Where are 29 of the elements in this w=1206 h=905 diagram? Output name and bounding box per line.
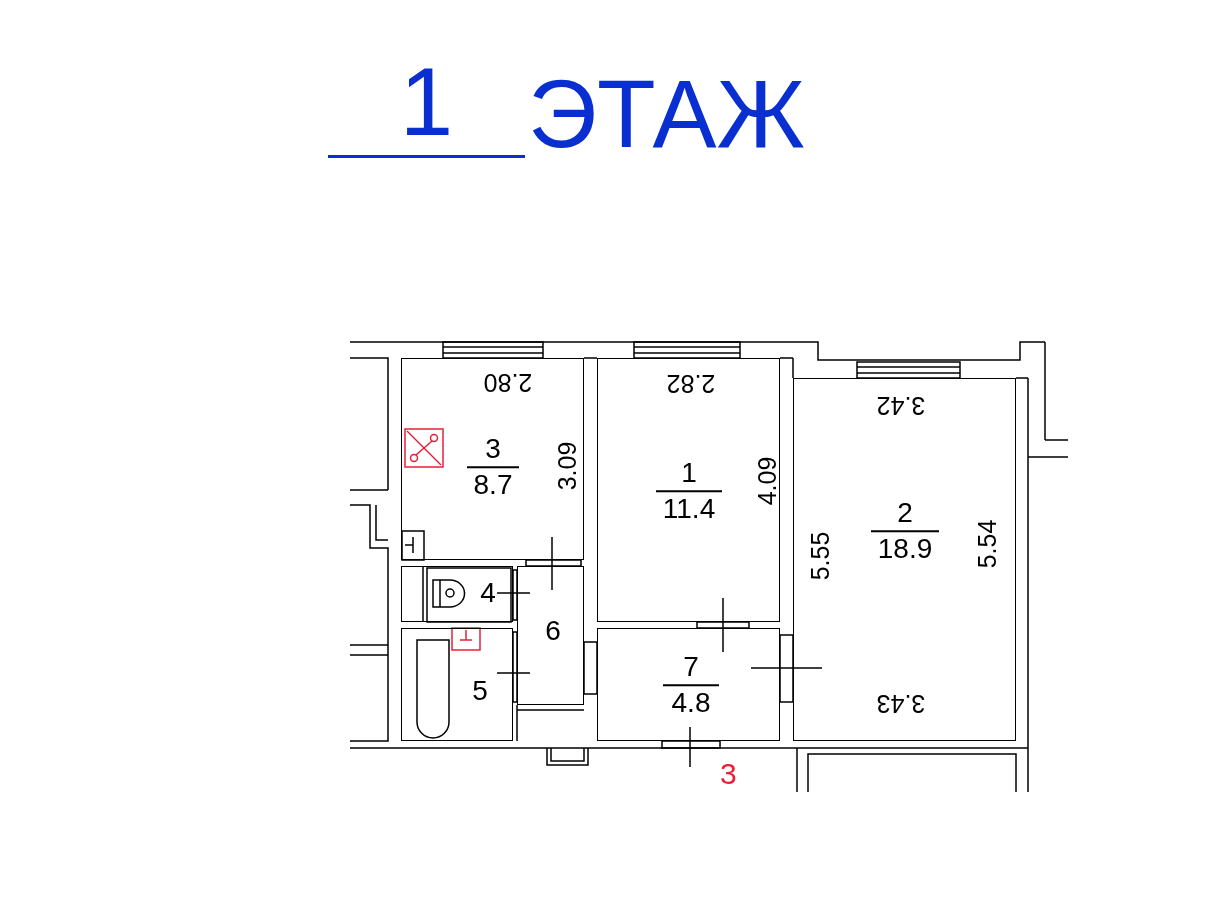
dimension-text: 5.55 [807,531,833,581]
dimension-text: 2.82 [666,371,716,397]
dimension-text: 2.80 [483,370,533,396]
room-outline [597,628,780,741]
dimension-text: 4.09 [754,456,780,506]
entrance-number: 3 [720,756,737,792]
room-number: 7 [683,652,699,683]
room-number: 4 [480,578,496,608]
room-number: 3 [485,434,501,465]
dimension-text: 3.43 [876,691,926,717]
room-number: 6 [545,616,561,646]
room-area: 4.8 [671,687,711,718]
room-area: 8.7 [473,469,513,500]
room-outline [401,358,584,560]
room-number: 5 [472,676,488,706]
room-outline [597,358,780,622]
room-area: 18.9 [877,533,933,564]
room-outline [793,378,1016,741]
room-number: 1 [681,458,697,489]
room-outline [517,566,584,705]
dimension-text: 3.09 [554,441,580,491]
room-outline [401,628,513,741]
room-area: 11.4 [662,493,716,524]
room-outline [401,566,513,622]
room-number: 2 [897,498,913,529]
dimension-text: 3.42 [876,393,926,419]
title: ЭТАЖ [528,62,806,166]
dimension-text: 5.54 [974,519,1000,569]
floor-number: 1 [328,50,525,158]
